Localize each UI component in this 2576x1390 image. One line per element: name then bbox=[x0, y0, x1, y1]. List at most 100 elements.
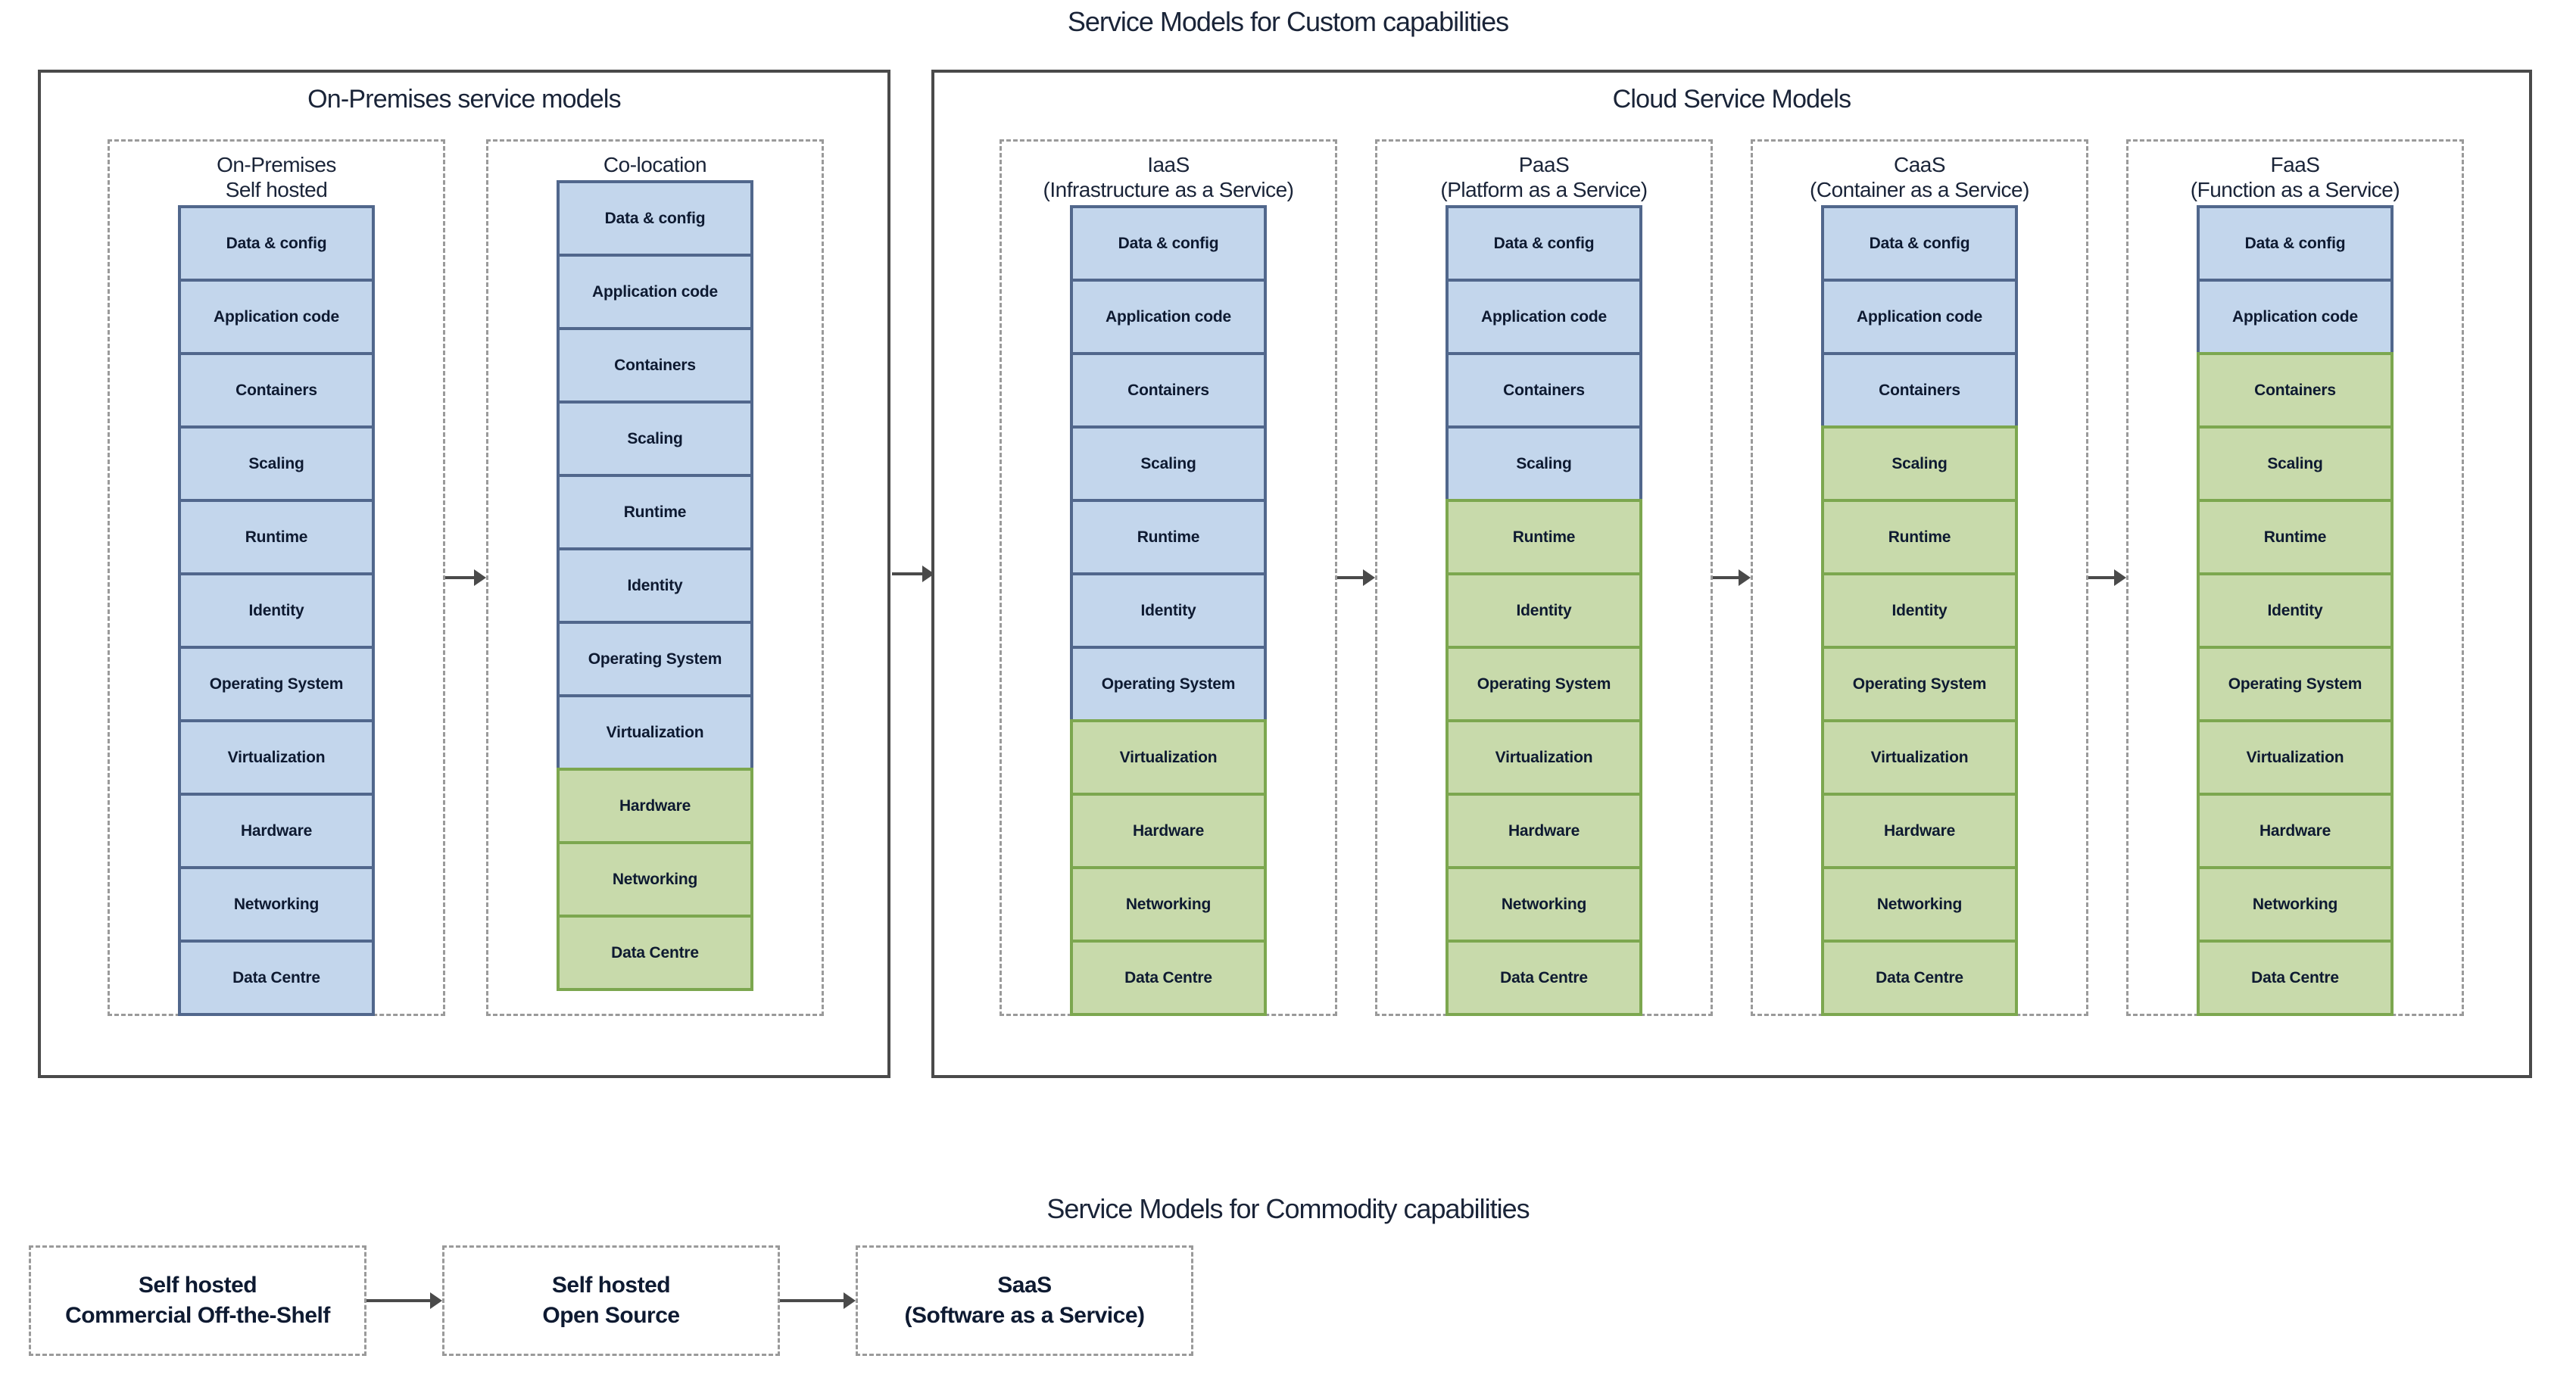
flow-arrow-between-groups bbox=[892, 566, 934, 582]
layer-cell: Data & config bbox=[1070, 205, 1267, 282]
layer-cell: Operating System bbox=[1821, 646, 2018, 722]
flow-arrow-gap bbox=[445, 569, 486, 586]
layer-cell: Application code bbox=[1445, 279, 1642, 355]
layer-cell: Virtualization bbox=[178, 719, 375, 796]
layer-cell: Identity bbox=[1821, 572, 2018, 649]
layer-cell: Networking bbox=[557, 841, 753, 918]
column-header-line: PaaS bbox=[1518, 153, 1570, 176]
flow-arrow-icon bbox=[1713, 569, 1751, 586]
flow-arrow-icon bbox=[366, 1292, 442, 1309]
layer-cell: Application code bbox=[1821, 279, 2018, 355]
flow-arrow-icon bbox=[445, 569, 486, 586]
arrow-head bbox=[430, 1292, 442, 1309]
layer-cell: Networking bbox=[1070, 866, 1267, 943]
arrow-shaft bbox=[1713, 576, 1739, 579]
layer-cell: Hardware bbox=[1445, 793, 1642, 869]
column-header-line: (Container as a Service) bbox=[1810, 178, 2029, 201]
flow-arrow-gap bbox=[366, 1292, 442, 1309]
layer-cell: Application code bbox=[557, 254, 753, 330]
column-header-line: FaaS bbox=[2270, 153, 2320, 176]
commodity-box-line: Open Source bbox=[542, 1303, 680, 1328]
layer-cell: Scaling bbox=[1821, 425, 2018, 502]
column-header: FaaS(Function as a Service) bbox=[2128, 152, 2462, 202]
layer-cell: Containers bbox=[2197, 352, 2394, 429]
flow-arrow-gap bbox=[1337, 569, 1375, 586]
layer-cell: Containers bbox=[1445, 352, 1642, 429]
service-column-paas: PaaS(Platform as a Service) Data & confi… bbox=[1375, 139, 1713, 1016]
service-column-iaas: IaaS(Infrastructure as a Service) Data &… bbox=[1000, 139, 1337, 1016]
layer-cell: Runtime bbox=[1070, 499, 1267, 575]
flow-arrow-gap bbox=[2088, 569, 2126, 586]
layer-cell: Application code bbox=[1070, 279, 1267, 355]
column-header: IaaS(Infrastructure as a Service) bbox=[1002, 152, 1335, 202]
arrow-shaft bbox=[780, 1299, 844, 1302]
layer-cell: Identity bbox=[557, 547, 753, 624]
layer-cell: Virtualization bbox=[557, 694, 753, 771]
layer-cell: Hardware bbox=[1070, 793, 1267, 869]
column-header-line: IaaS bbox=[1147, 153, 1190, 176]
layer-cell: Identity bbox=[178, 572, 375, 649]
custom-capabilities-title: Service Models for Custom capabilities bbox=[1067, 6, 1509, 37]
layer-cell: Data & config bbox=[178, 205, 375, 282]
layer-cell: Data Centre bbox=[178, 940, 375, 1016]
layer-cell: Data & config bbox=[1821, 205, 2018, 282]
commodity-box-line: Self hosted bbox=[551, 1273, 671, 1298]
arrow-shaft bbox=[1337, 576, 1363, 579]
layer-cell: Application code bbox=[178, 279, 375, 355]
arrow-head bbox=[2114, 569, 2126, 586]
layer-cell: Hardware bbox=[2197, 793, 2394, 869]
layer-cell: Identity bbox=[2197, 572, 2394, 649]
layer-cell: Networking bbox=[178, 866, 375, 943]
service-column-faas: FaaS(Function as a Service) Data & confi… bbox=[2126, 139, 2464, 1016]
layer-cell: Operating System bbox=[1445, 646, 1642, 722]
arrow-head bbox=[844, 1292, 856, 1309]
layer-cell: Runtime bbox=[557, 474, 753, 550]
column-header-line: (Platform as a Service) bbox=[1440, 178, 1648, 201]
flow-arrow-icon bbox=[1337, 569, 1375, 586]
flow-arrow-icon bbox=[892, 566, 934, 582]
layer-cell: Runtime bbox=[2197, 499, 2394, 575]
layer-cell: Hardware bbox=[1821, 793, 2018, 869]
layer-cell: Hardware bbox=[557, 768, 753, 844]
arrow-shaft bbox=[2088, 576, 2114, 579]
layer-cell: Scaling bbox=[178, 425, 375, 502]
flow-arrow-gap bbox=[1713, 569, 1751, 586]
layer-cell: Hardware bbox=[178, 793, 375, 869]
group-label-cloud: Cloud Service Models bbox=[1612, 85, 1852, 114]
arrow-shaft bbox=[366, 1299, 430, 1302]
column-header: CaaS(Container as a Service) bbox=[1753, 152, 2086, 202]
layer-cell: Application code bbox=[2197, 279, 2394, 355]
arrow-head bbox=[474, 569, 486, 586]
layer-cell: Containers bbox=[1821, 352, 2018, 429]
column-header: PaaS(Platform as a Service) bbox=[1377, 152, 1711, 202]
layer-cell: Containers bbox=[1070, 352, 1267, 429]
flow-arrow-gap bbox=[780, 1292, 856, 1309]
arrow-shaft bbox=[892, 572, 922, 575]
commodity-box-line: SaaS bbox=[997, 1273, 1052, 1298]
column-header-line: Self hosted bbox=[225, 178, 328, 201]
layer-cell: Containers bbox=[178, 352, 375, 429]
layer-cell: Data Centre bbox=[1445, 940, 1642, 1016]
layer-cell: Operating System bbox=[557, 621, 753, 697]
flow-arrow-icon bbox=[2088, 569, 2126, 586]
layer-cell: Scaling bbox=[1070, 425, 1267, 502]
layer-cell: Data Centre bbox=[557, 915, 753, 991]
columns-row-cloud: IaaS(Infrastructure as a Service) Data &… bbox=[934, 139, 2529, 1016]
column-header: Co-location bbox=[488, 152, 822, 177]
layer-cell: Virtualization bbox=[1070, 719, 1267, 796]
layer-cell: Identity bbox=[1445, 572, 1642, 649]
layer-cell: Runtime bbox=[178, 499, 375, 575]
layer-cell: Operating System bbox=[2197, 646, 2394, 722]
layer-cell: Operating System bbox=[1070, 646, 1267, 722]
